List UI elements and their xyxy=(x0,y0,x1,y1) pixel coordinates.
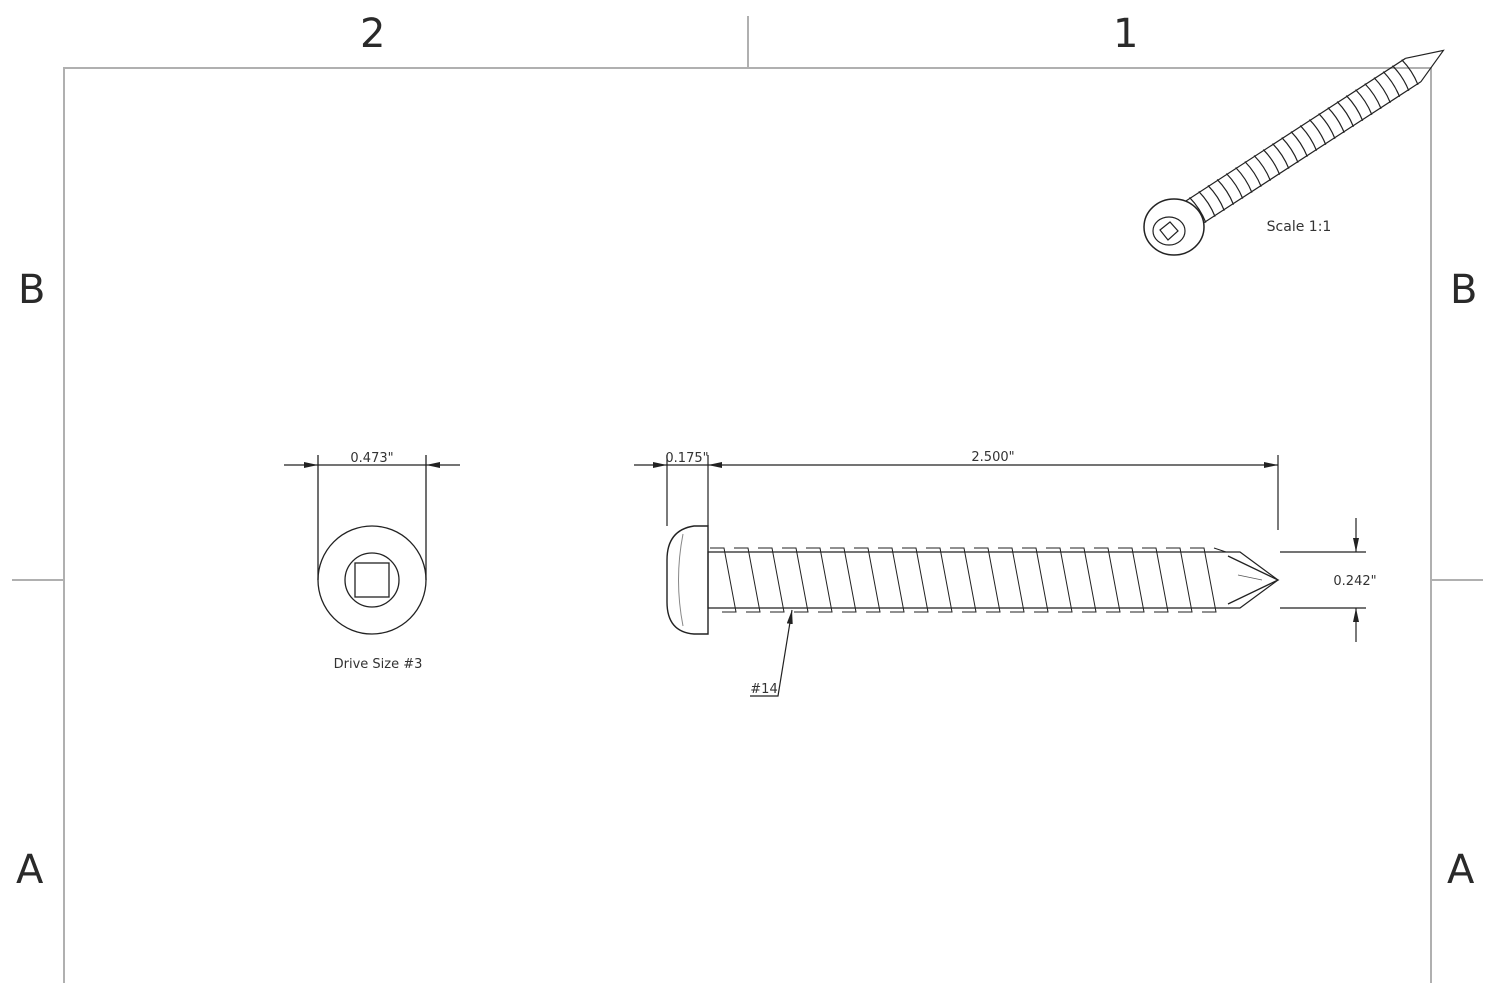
screw-head-profile xyxy=(666,525,709,635)
zone-row-a-right: A xyxy=(1447,847,1475,893)
shank-dimension-label: 0.242" xyxy=(1333,574,1376,589)
side-view xyxy=(634,455,1366,697)
scale-note: Scale 1:1 xyxy=(1267,219,1332,235)
diameter-dimension-label: 0.473" xyxy=(350,451,393,466)
zone-row-a-left: A xyxy=(16,847,44,893)
screw-head-recess-ring xyxy=(344,552,400,608)
screw-tip xyxy=(1227,555,1280,605)
square-drive-socket xyxy=(354,562,390,598)
thread-size-label: #14 xyxy=(750,682,777,697)
threaded-shank xyxy=(707,551,1280,609)
front-view xyxy=(284,455,460,635)
screw-head-outline xyxy=(317,525,427,635)
zone-row-b-right: B xyxy=(1450,267,1478,313)
zone-row-b-left: B xyxy=(18,267,46,313)
isometric-view xyxy=(1143,49,1445,256)
sheet-border xyxy=(12,16,1483,983)
zone-column-1: 1 xyxy=(1113,11,1139,57)
length-dimension-label: 2.500" xyxy=(971,450,1014,465)
drive-size-note: Drive Size #3 xyxy=(334,657,423,672)
thread-crests xyxy=(710,547,1227,613)
head-thickness-label: 0.175" xyxy=(665,451,708,466)
thread-leader-line xyxy=(750,609,793,697)
zone-column-2: 2 xyxy=(360,11,386,57)
